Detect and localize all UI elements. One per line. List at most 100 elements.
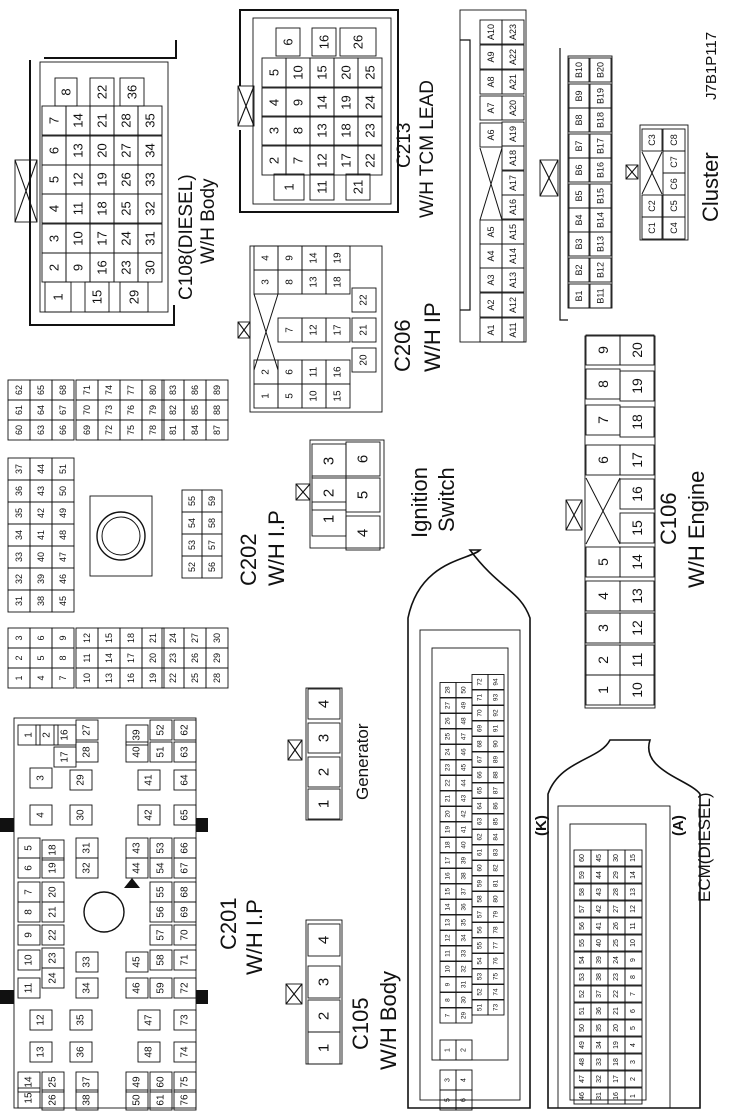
c108-pin: 36: [125, 85, 140, 99]
c201-pin: 42: [144, 809, 155, 821]
ecm-k-pin-cell: [487, 736, 505, 752]
c202-pin: 9: [58, 635, 68, 640]
c201-pin-cell: [29, 1041, 53, 1063]
bbody-pin: B3: [574, 238, 584, 249]
c202-pin: 55: [187, 496, 197, 506]
c106-pin: 4: [595, 592, 611, 600]
c201-pin: 2: [42, 732, 53, 738]
ecm-k-pin: 66: [477, 771, 484, 779]
bbody-pin: B8: [574, 114, 584, 125]
c213-pin: 5: [267, 69, 282, 76]
bbody-pin: B2: [574, 264, 584, 275]
c108-pin: 11: [71, 202, 86, 216]
c108-pin: 24: [119, 231, 134, 245]
ecm-a-pin: 50: [579, 1024, 586, 1032]
generator-pin-cell: [307, 788, 341, 820]
c201-pin: 39: [132, 729, 143, 741]
c108-pin: 17: [95, 231, 110, 245]
ecm-a-frame: [557, 805, 671, 1109]
ecm-a-housing: [547, 739, 701, 1109]
bbody-pin: B9: [574, 90, 584, 101]
c108-pin: 1: [51, 293, 66, 300]
ecm-k-pin-cell: [487, 829, 505, 845]
c213-outline: [239, 9, 399, 213]
c202-pin: 88: [212, 405, 222, 415]
c108-pin: 14: [71, 113, 86, 127]
bbody-pin: B5: [574, 190, 584, 201]
c201-pin: 45: [132, 956, 143, 968]
ignition-pin: 6: [355, 455, 372, 463]
ecm-k-pin: 57: [477, 911, 484, 919]
ecm-k-pin-cell: [487, 720, 505, 737]
cluster-pin: C5: [669, 200, 679, 212]
tcm-pin: A5: [486, 226, 496, 237]
c108-pin: 12: [71, 172, 86, 186]
c202-pin: 76: [126, 405, 136, 415]
ecm-k-pin-cell: [487, 875, 505, 892]
tcm-blank-d2: [479, 147, 503, 221]
c108-pin: 15: [90, 290, 105, 304]
c206-latch: [237, 321, 251, 339]
c202-pin: 16: [126, 673, 136, 683]
tcm-pin: A22: [508, 49, 518, 65]
c202-pin: 70: [82, 405, 92, 415]
c202-boss: [96, 511, 146, 561]
c202-pin: 51: [58, 464, 68, 474]
c202-pin-cell: [141, 379, 165, 401]
c201-pin-cell: [173, 741, 197, 763]
c201-pin: 60: [156, 1076, 167, 1088]
c202-pin: 17: [126, 653, 136, 663]
c202-pin: 15: [104, 633, 114, 643]
ecm-a-pin: 3: [630, 1060, 637, 1064]
c213-pin-cell: [357, 87, 383, 118]
ecm-k-pin-cell: [487, 705, 505, 721]
ignition-pin: 2: [321, 489, 338, 497]
c108-pin-cell: [119, 281, 149, 313]
ecm-a-pin: 8: [630, 975, 637, 979]
c213-pin: 8: [291, 127, 306, 134]
c201-pin: 54: [156, 862, 167, 874]
c106-latch: [565, 499, 583, 531]
c202-pin: 26: [190, 653, 200, 663]
c106-pin: 10: [629, 682, 645, 698]
c201-pin-cell: [75, 719, 99, 741]
tcm-pin: A7: [486, 102, 496, 113]
c106-pin: 17: [629, 452, 645, 468]
c201-key: [124, 878, 140, 888]
c202-pin: 68: [58, 385, 68, 395]
c206-pin: 16: [333, 366, 344, 378]
ecm-k-pin: 85: [493, 818, 500, 826]
ecm-k-pin: 4: [461, 1078, 468, 1082]
tcm-pin-cell: [501, 121, 525, 147]
c202-pin: 7: [58, 675, 68, 680]
c202-pin: 62: [14, 385, 24, 395]
c106-pin: 7: [595, 416, 611, 424]
c202-pin: 12: [82, 633, 92, 643]
c206-pin: 6: [285, 369, 296, 375]
ecm-k-pin: 74: [493, 988, 500, 996]
c108-pin: 8: [59, 88, 74, 95]
c201-pin: 36: [76, 1046, 87, 1058]
ignition-pin: 5: [355, 491, 372, 499]
bbody-pin: B1: [574, 290, 584, 301]
c202-pin: 19: [148, 673, 158, 683]
ecm-k-pin: 25: [445, 733, 452, 741]
tcm-pin: A3: [486, 274, 496, 285]
figure-id: J7B1P117: [703, 32, 720, 100]
ecm-a-pin: 56: [579, 922, 586, 930]
c213-pin-cell: [339, 27, 377, 57]
c202-pin: 69: [82, 425, 92, 435]
c206-pin: 12: [309, 324, 320, 336]
ecm-k-pin: 37: [461, 888, 468, 896]
c201-pin: 23: [48, 952, 59, 964]
c105-pin: 3: [316, 978, 333, 986]
c201-pin-cell: [69, 1041, 93, 1063]
c202-pin: 33: [14, 552, 24, 562]
ecm-k-pin: 65: [477, 787, 484, 795]
c202-pin: 8: [58, 655, 68, 660]
c202-pin: 10: [82, 673, 92, 683]
ecm-a-pin: 57: [579, 905, 586, 913]
c201-pin-cell: [17, 901, 41, 923]
ecm-k-pin-cell: [487, 922, 505, 938]
c206-pin-cell: [351, 347, 377, 373]
